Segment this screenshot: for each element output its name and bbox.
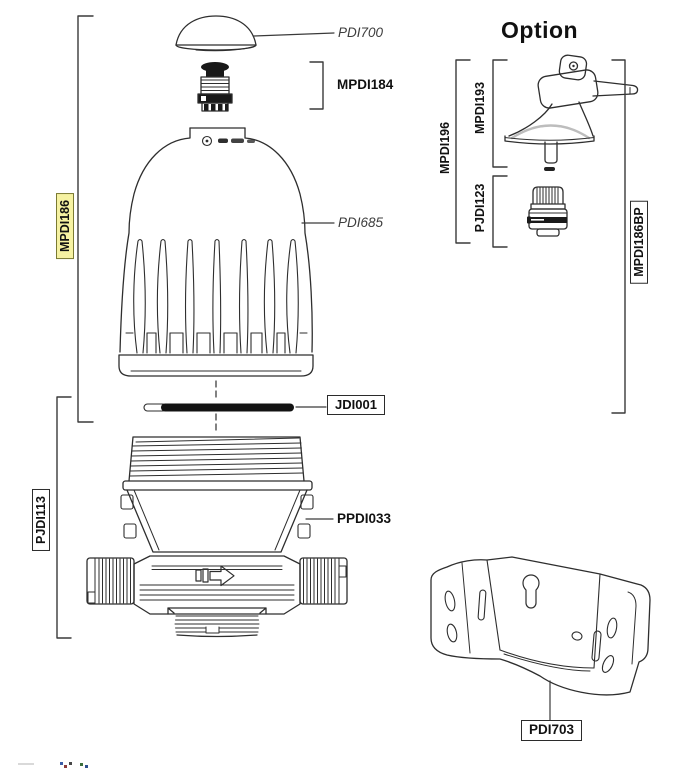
option-adapter-drawing	[527, 186, 568, 237]
label-mpdi184: MPDI184	[337, 77, 394, 92]
label-pjdi113-text: PJDI113	[32, 489, 50, 551]
label-mpdi186bp: MPDI186BP	[630, 200, 648, 284]
label-mpdi186bp-text: MPDI186BP	[630, 200, 648, 284]
label-pdi703: PDI703	[521, 720, 583, 741]
seal-drawing	[143, 403, 294, 412]
label-mpdi186-highlighted: MPDI186	[56, 192, 74, 260]
label-mpdi196-text: MPDI196	[438, 121, 452, 175]
label-mpdi193-text: MPDI193	[473, 81, 487, 135]
grouping-brackets	[56, 15, 626, 639]
bottom-body-drawing	[86, 436, 348, 638]
label-mpdi193: MPDI193	[471, 82, 489, 134]
flow-arrow-icon	[195, 565, 235, 587]
mpdi184-valve-drawing	[197, 62, 233, 112]
label-pjdi113: PJDI113	[32, 489, 50, 551]
label-pdi685: PDI685	[338, 215, 384, 230]
label-pjdi123-text: PJDI123	[473, 183, 487, 233]
bell-housing-drawing	[118, 127, 314, 377]
option-title: Option	[501, 17, 579, 43]
option-valve-drawing	[504, 54, 639, 171]
label-jdi001: JDI001	[327, 395, 385, 416]
logo-mark	[201, 135, 255, 147]
leader-lines	[252, 32, 551, 721]
mount-bracket-drawing	[430, 556, 651, 696]
label-mpdi186-text: MPDI186	[56, 192, 74, 260]
label-pdi700: PDI700	[338, 25, 384, 40]
dome-cap-drawing	[175, 15, 257, 52]
label-mpdi196: MPDI196	[436, 122, 454, 174]
label-ppdi033: PPDI033	[337, 511, 392, 526]
label-pjdi123: PJDI123	[471, 184, 489, 233]
housing-ribs	[125, 238, 308, 354]
